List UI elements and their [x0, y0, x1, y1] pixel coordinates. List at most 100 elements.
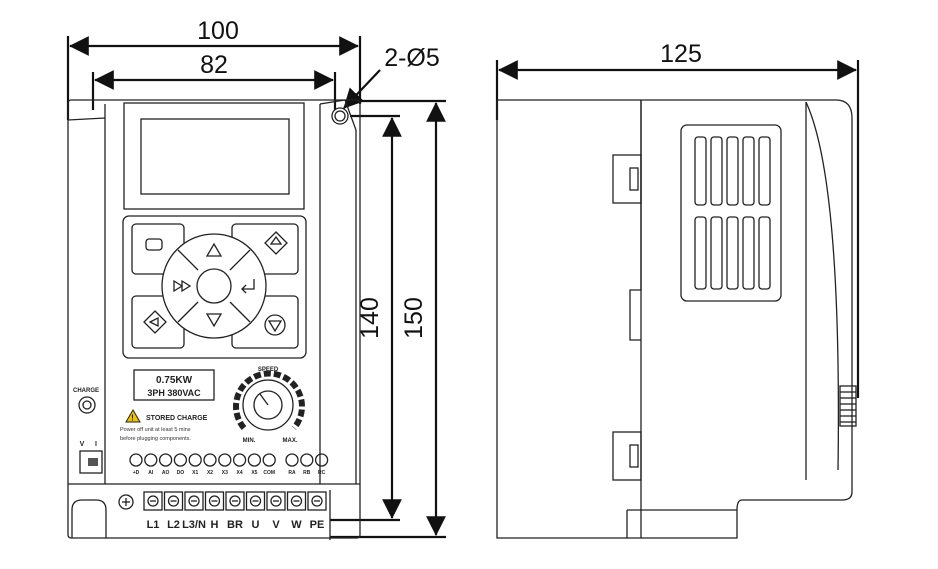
control-terminal-label: COM	[263, 470, 275, 476]
housing-edge	[67, 117, 106, 121]
control-terminal[interactable]	[188, 453, 202, 467]
control-terminal[interactable]	[262, 453, 276, 467]
control-terminal-label: RC	[318, 470, 326, 476]
terminal-screw-icon	[147, 495, 159, 507]
control-terminal-label: RA	[288, 470, 296, 476]
dimension-label-100: 100	[197, 17, 239, 45]
control-terminal[interactable]	[173, 453, 188, 467]
front-view: 0.75KW 3PH 380VAC ! STORED CHARGE Power …	[67, 99, 361, 540]
control-terminal-label: X1	[192, 470, 198, 476]
vent-slot	[694, 216, 707, 290]
terminal-screw-icon	[208, 495, 221, 507]
terminal-screw-icon	[311, 495, 323, 507]
dimension-label-82: 82	[200, 51, 228, 79]
dimension-labels: 100 82 2-Ø5 125 140 150	[197, 17, 702, 339]
charge-label: CHARGE	[73, 388, 99, 394]
knob-side-profile	[839, 385, 857, 427]
power-terminal[interactable]	[266, 491, 286, 511]
power-terminal-label: L1	[147, 519, 160, 531]
min-label: MIN.	[243, 438, 256, 444]
upper-clip	[612, 154, 642, 204]
power-terminal[interactable]	[225, 491, 245, 511]
vent-slot	[742, 216, 755, 290]
speed-knob-pointer	[259, 393, 269, 406]
control-terminal-label: AI	[148, 470, 154, 476]
power-terminal-label: W	[291, 519, 302, 531]
control-terminal[interactable]	[158, 453, 173, 467]
front-housing-outline	[67, 99, 361, 539]
control-terminal[interactable]	[314, 453, 329, 467]
right-rail-top	[319, 99, 357, 131]
center-key[interactable]	[196, 268, 232, 304]
enter-key-icon[interactable]	[241, 279, 255, 294]
vent-slot	[758, 216, 771, 290]
cable-notch	[71, 499, 107, 538]
control-terminal-label: X5	[251, 470, 257, 476]
terminal-screw-icon	[229, 495, 241, 507]
power-terminal[interactable]	[204, 491, 225, 511]
vent-slot	[694, 136, 707, 206]
power-terminal[interactable]	[143, 491, 163, 511]
terminal-screw-icon	[167, 495, 180, 507]
vi-switch[interactable]	[79, 450, 103, 474]
run-key-icon	[264, 231, 288, 255]
control-terminal[interactable]	[203, 453, 217, 467]
display-bezel	[123, 102, 305, 210]
side-housing-outline	[496, 99, 853, 539]
control-terminal[interactable]	[247, 453, 262, 467]
vent-slot	[710, 216, 723, 290]
shift-key-icon[interactable]	[173, 279, 192, 293]
ground-screw-icon	[118, 494, 134, 510]
power-terminal-label: L2	[167, 519, 180, 531]
power-terminal[interactable]	[184, 491, 204, 511]
power-terminal[interactable]	[163, 491, 184, 511]
mounting-hole-ring	[331, 107, 349, 125]
warning-line-1: Power off unit at least 5 mins	[120, 427, 191, 433]
hole-spec-label: 2-Ø5	[384, 44, 440, 72]
charge-lamp-icon	[78, 396, 96, 414]
power-rating: 0.75KW	[156, 375, 193, 386]
mid-clip	[629, 100, 642, 341]
vent-slot	[726, 136, 739, 206]
keypad-panel	[122, 215, 307, 359]
control-terminal-label: X2	[207, 470, 213, 476]
power-terminal[interactable]	[286, 491, 307, 511]
control-terminal[interactable]	[144, 453, 158, 467]
svg-text:!: !	[131, 414, 134, 423]
terminal-screw-icon	[270, 495, 282, 507]
control-terminal-label: DO	[177, 470, 185, 476]
front-cover-curve	[805, 101, 840, 471]
power-terminal-label: PE	[310, 519, 325, 531]
power-terminal-label: BR	[227, 519, 243, 531]
power-terminal-label: U	[252, 519, 260, 531]
power-terminal[interactable]	[307, 491, 327, 511]
vent-slot	[726, 216, 739, 290]
control-terminal-label: AO	[162, 470, 170, 476]
power-terminal[interactable]	[245, 491, 266, 511]
control-terminal[interactable]	[285, 453, 299, 467]
dimension-label-150: 150	[400, 297, 428, 339]
control-terminal[interactable]	[232, 453, 247, 467]
speed-scale	[233, 370, 305, 430]
power-terminal-label: H	[211, 519, 219, 531]
lower-clip	[612, 431, 642, 481]
control-terminal-label: +D	[133, 470, 140, 476]
control-terminal[interactable]	[218, 453, 232, 467]
hole-leader	[343, 69, 381, 109]
control-terminal[interactable]	[129, 453, 143, 467]
control-terminal-label: X3	[222, 470, 228, 476]
warning-title: STORED CHARGE	[146, 415, 208, 422]
terminal-screw-icon	[290, 495, 303, 507]
i-label: I	[95, 441, 97, 448]
max-label: MAX.	[283, 438, 298, 444]
vent-slot	[710, 136, 723, 206]
control-terminal[interactable]	[300, 453, 314, 467]
side-view	[496, 99, 857, 539]
menu-key-icon	[145, 238, 163, 251]
vent-grille	[680, 124, 782, 302]
down-arrow-icon[interactable]	[205, 313, 223, 328]
up-arrow-icon[interactable]	[205, 242, 223, 257]
